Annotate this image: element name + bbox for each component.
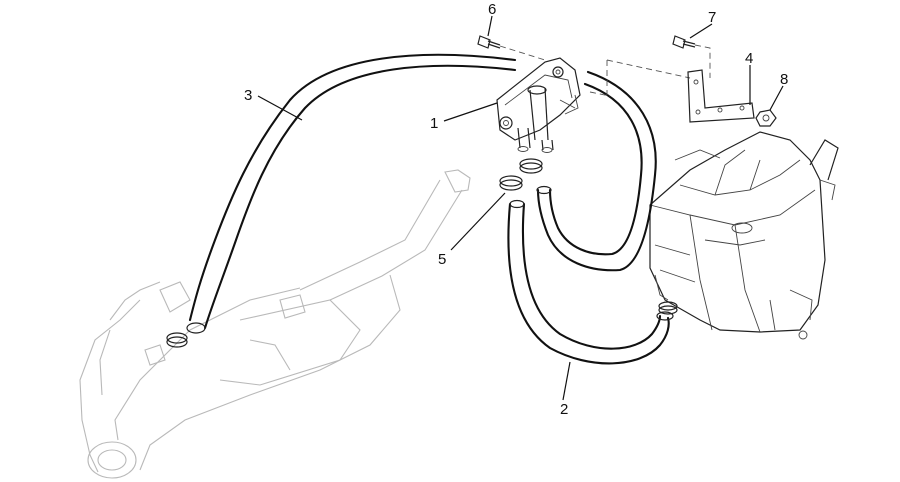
oil-tank <box>649 131 839 340</box>
callout-6: 6 <box>488 1 496 18</box>
callout-1: 1 <box>430 115 438 132</box>
hose-tank-loop <box>536 70 657 272</box>
nut-8 <box>755 109 777 127</box>
callout-4: 4 <box>745 50 753 67</box>
callout-numbers: 1 2 3 4 5 6 7 8 <box>244 1 788 418</box>
callout-5: 5 <box>438 251 446 268</box>
leader-lines <box>257 15 784 401</box>
hose-2 <box>507 199 674 365</box>
callout-7: 7 <box>708 9 716 26</box>
bolt-7 <box>589 35 711 97</box>
callout-3: 3 <box>244 87 252 104</box>
callout-2: 2 <box>560 401 568 418</box>
bracket-4 <box>687 69 755 123</box>
callout-8: 8 <box>780 71 788 88</box>
exhaust-muffler <box>79 169 471 479</box>
hose-3 <box>186 53 517 334</box>
bolt-6 <box>477 35 546 61</box>
valve-fitting <box>496 57 581 153</box>
hose-clamps <box>166 158 678 348</box>
